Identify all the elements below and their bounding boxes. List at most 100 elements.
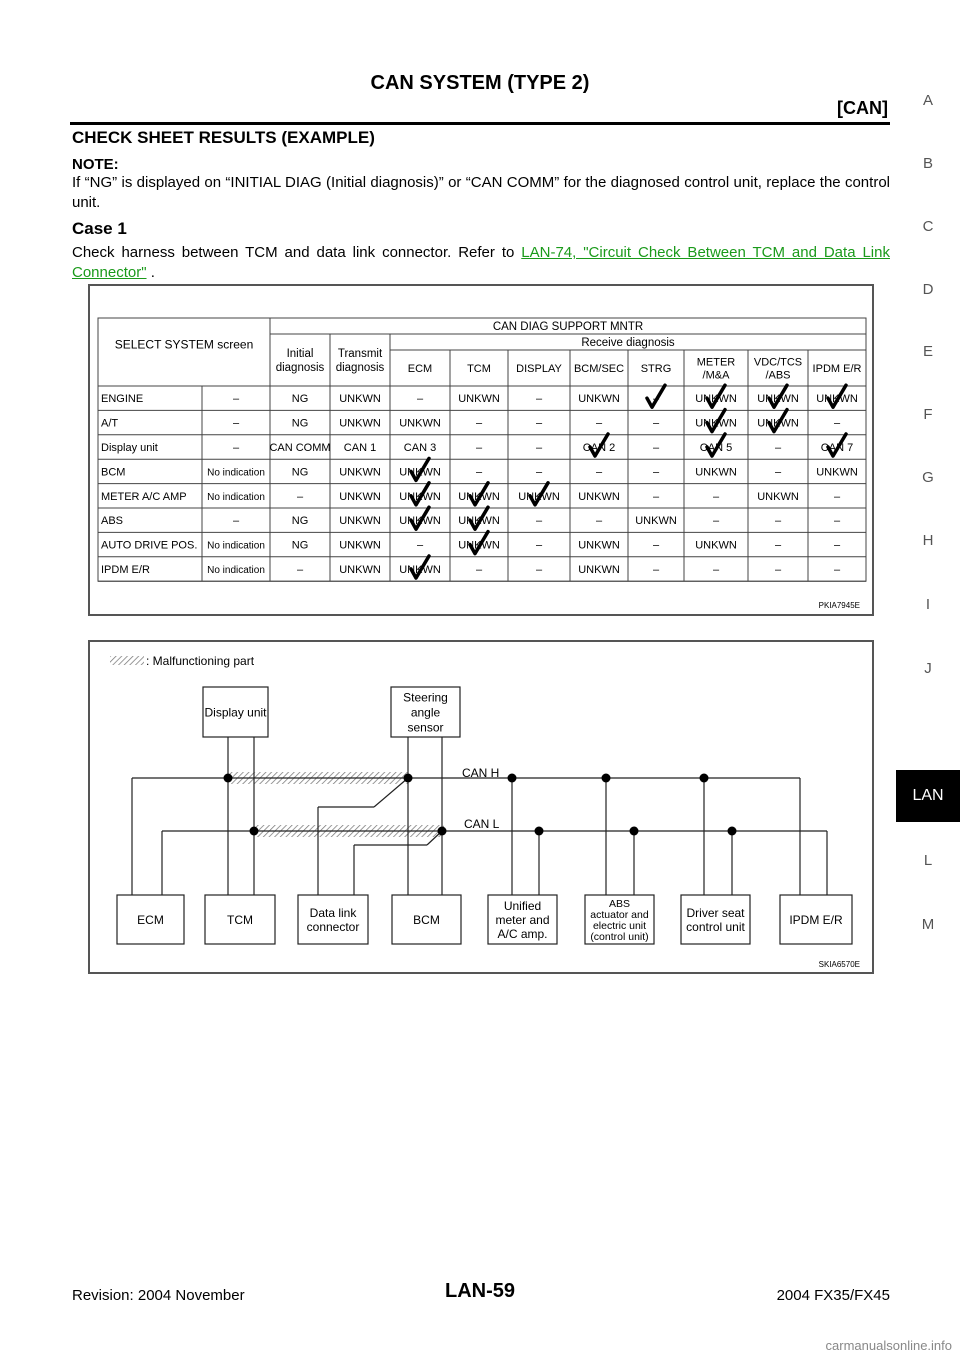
revision-date: Revision: 2004 November xyxy=(72,1287,245,1304)
side-index-tab-c[interactable]: C xyxy=(922,218,934,235)
table-cell: NG xyxy=(292,466,309,478)
receive-column-header: DISPLAY xyxy=(516,363,562,375)
table-cell: – xyxy=(536,540,543,552)
side-index-tab-d[interactable]: D xyxy=(922,281,934,298)
junction-dot xyxy=(727,826,737,836)
table-cell: – xyxy=(536,515,543,527)
side-index-tab-h[interactable]: H xyxy=(922,532,934,549)
check-mark-icon xyxy=(409,554,431,580)
table-cell: – xyxy=(297,564,304,576)
table-cell: UNKWN xyxy=(578,491,620,503)
table-cell: – xyxy=(653,418,660,430)
receive-column-header: STRG xyxy=(641,363,672,375)
table-cell: UNKWN xyxy=(339,393,381,405)
check-mark-icon xyxy=(826,383,848,409)
table-cell: – xyxy=(834,418,841,430)
check-mark-icon xyxy=(468,481,490,507)
table-cell: UNKWN xyxy=(339,491,381,503)
control-unit-box xyxy=(391,894,462,945)
check-mark-icon xyxy=(767,407,789,434)
header-rule xyxy=(70,122,890,125)
table-cell: – xyxy=(233,515,240,527)
table-cell: – xyxy=(834,515,841,527)
table-cell: – xyxy=(536,564,543,576)
control-unit-label: BCM xyxy=(413,913,440,927)
check-mark-icon xyxy=(767,383,789,409)
table-cell: – xyxy=(297,491,304,503)
check-mark-icon xyxy=(645,383,667,409)
side-index-tab-j[interactable]: J xyxy=(924,660,932,677)
check-mark-icon xyxy=(409,505,431,531)
side-index: A B C D E F G H I J LAN L M xyxy=(896,0,960,1358)
table-cell: – xyxy=(653,442,660,454)
side-index-tab-e[interactable]: E xyxy=(922,343,933,360)
side-index-tab-a[interactable]: A xyxy=(922,92,933,109)
table-cell: UNKWN xyxy=(399,418,441,430)
receive-column-header: TCM xyxy=(467,363,491,375)
side-index-tab-m[interactable]: M xyxy=(921,916,935,933)
figure-id: SKIA6570E xyxy=(819,960,860,969)
receive-column-header: /ABS xyxy=(765,369,790,381)
top-unit-label: sensor xyxy=(407,720,443,734)
receive-column-header: VDC/TCS xyxy=(754,356,802,368)
system-name: ENGINE xyxy=(101,393,143,405)
system-name: AUTO DRIVE POS. xyxy=(101,540,197,552)
system-name: ABS xyxy=(101,515,123,527)
table-cell: – xyxy=(476,418,483,430)
check-mark-icon xyxy=(705,432,727,458)
side-index-tab-f[interactable]: F xyxy=(923,406,933,423)
table-cell: – xyxy=(233,393,240,405)
control-unit-label: Driver seat xyxy=(686,906,745,920)
legend-label: : Malfunctioning part xyxy=(146,654,255,668)
note-label: NOTE: xyxy=(72,156,119,173)
check-mark-icon xyxy=(468,529,490,556)
table-cell: UNKWN xyxy=(695,540,737,552)
table-cell: – xyxy=(536,442,543,454)
table-cell: – xyxy=(713,515,720,527)
system-name: IPDM E/R xyxy=(101,564,150,576)
table-cell: UNKWN xyxy=(339,418,381,430)
table-cell: UNKWN xyxy=(695,466,737,478)
malfunction-legend-swatch xyxy=(110,656,144,665)
table-cell: NG xyxy=(292,515,309,527)
table-cell: UNKWN xyxy=(339,564,381,576)
table-cell: UNKWN xyxy=(635,515,677,527)
control-unit-box xyxy=(680,894,751,945)
table-cell: – xyxy=(476,564,483,576)
wire xyxy=(373,777,409,808)
table-cell: UNKWN xyxy=(339,466,381,478)
table-cell: – xyxy=(476,442,483,454)
table-cell: – xyxy=(775,515,782,527)
table-cell: – xyxy=(653,564,660,576)
control-unit-label: electric unit xyxy=(593,920,646,932)
side-index-tab-l[interactable]: L xyxy=(923,852,933,869)
side-index-tab-i[interactable]: I xyxy=(925,596,931,613)
table-cell: – xyxy=(596,466,603,478)
control-unit-box xyxy=(204,894,276,945)
side-index-tab-lan[interactable]: LAN xyxy=(896,770,960,822)
control-unit-box xyxy=(487,894,558,945)
check-mark-icon xyxy=(528,481,550,507)
watermark: carmanualsonline.info xyxy=(825,1338,952,1353)
table-cell: No indication xyxy=(207,492,265,503)
side-index-tab-g[interactable]: G xyxy=(922,469,934,486)
table-cell: UNKWN xyxy=(757,491,799,503)
control-unit-label: TCM xyxy=(227,913,253,927)
initial-diagnosis-header: diagnosis xyxy=(276,362,325,374)
check-mark-icon xyxy=(705,407,727,434)
table-cell: – xyxy=(476,466,483,478)
receive-column-header: METER xyxy=(697,356,736,368)
table-cell: – xyxy=(834,491,841,503)
table-cell: – xyxy=(775,564,782,576)
circuit-check-link[interactable]: LAN-74, "Circuit Check Between TCM and D… xyxy=(72,244,890,281)
junction-dot xyxy=(699,773,709,783)
table-cell: – xyxy=(653,491,660,503)
table-cell: – xyxy=(417,540,424,552)
table-cell: UNKWN xyxy=(578,564,620,576)
table-cell: No indication xyxy=(207,541,265,552)
vehicle-model: 2004 FX35/FX45 xyxy=(776,1287,890,1304)
check-mark-icon xyxy=(826,432,848,458)
side-index-tab-b[interactable]: B xyxy=(922,155,933,172)
